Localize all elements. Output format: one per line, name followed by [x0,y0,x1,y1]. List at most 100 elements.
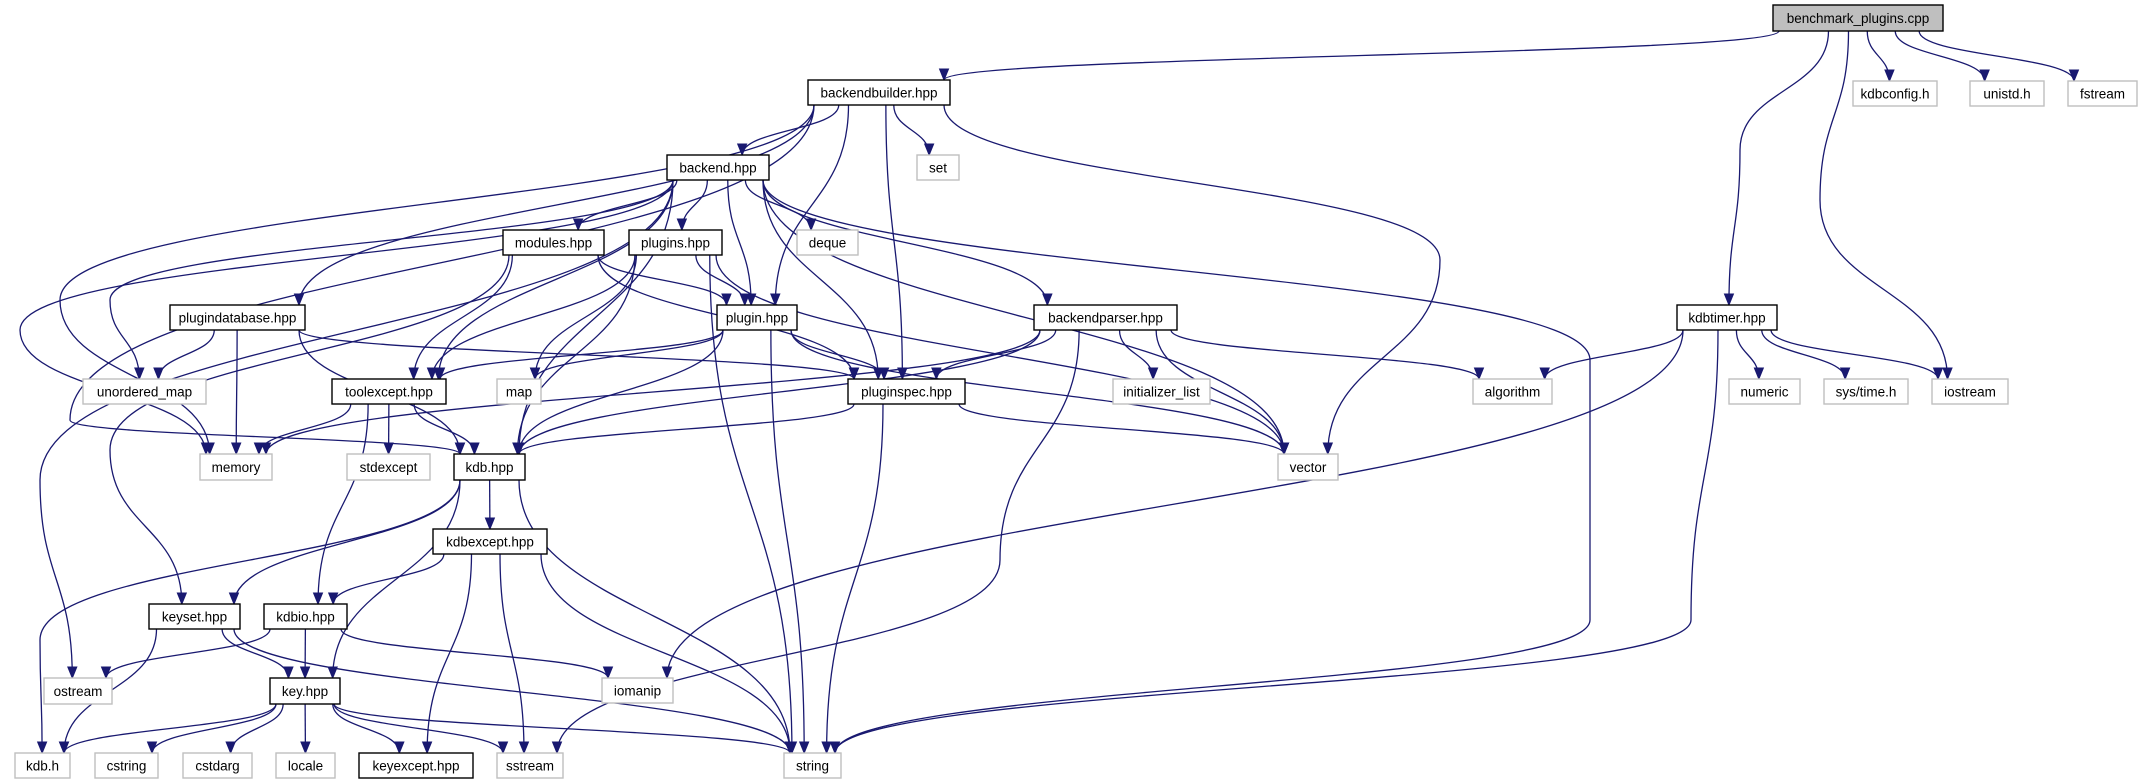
edge-line [744,179,812,231]
arrowhead-icon [327,592,339,606]
node-box [502,229,605,256]
node-sstream: sstream [496,752,564,779]
arrowhead-icon [134,367,145,381]
node-box [666,154,770,181]
node-backendparser-hpp[interactable]: backendparser.hpp [1033,304,1178,331]
edge-line [666,329,1684,679]
arrowhead-icon [312,592,324,606]
edge-key-hpp-to-kdb-h [58,703,277,755]
node-label: kdbconfig.h [1860,87,1929,102]
edge-line [1170,329,1480,380]
arrowhead-icon [829,741,841,755]
arrowhead-icon [283,666,294,680]
edge-backendbuilder-hpp-to-plugin-hpp [770,104,850,307]
node-stdexcept: stdexcept [346,453,431,481]
arrowhead-icon [821,741,832,755]
node-label: plugins.hpp [641,236,710,251]
arrowhead-icon [484,517,496,531]
edge-key-hpp-to-cstring [146,703,277,755]
node-kdb-hpp[interactable]: kdb.hpp [453,453,526,481]
arrowhead-icon [300,741,311,755]
edge-kdb-hpp-to-kdb-h [36,479,461,755]
arrowhead-icon [146,741,158,755]
edge-line [105,628,271,679]
node-box [847,378,966,405]
edge-line [39,479,461,754]
node-plugindatabase-hpp[interactable]: plugindatabase.hpp [169,304,306,331]
node-kdbexcept-hpp[interactable]: kdbexcept.hpp [432,528,548,555]
node-box [1823,378,1909,405]
arrowhead-icon [938,68,950,82]
arrowhead-icon [1723,293,1735,307]
edge-line [1770,329,1939,380]
edge-kdbtimer-hpp-to-numeric [1735,329,1765,381]
node-iomanip: iomanip [601,677,674,704]
arrowhead-icon [434,367,446,381]
node-box [199,453,273,481]
edge-backend-hpp-to-plugins-hpp [676,179,709,232]
node-memory: memory [199,453,273,481]
node-label: fstream [2080,87,2125,102]
edge-line [157,329,215,380]
node-kdbtimer-hpp[interactable]: kdbtimer.hpp [1676,304,1778,331]
node-backendbuilder-hpp[interactable]: backendbuilder.hpp [807,79,951,106]
edge-benchmark-plugins-cpp-to-iostream [1819,30,1953,381]
edge-line [229,703,284,754]
arrowhead-icon [1932,367,1944,381]
node-box [1472,378,1553,405]
edge-key-hpp-to-locale [300,703,311,755]
node-kdbio-hpp[interactable]: kdbio.hpp [263,603,348,630]
arrowhead-icon [100,666,112,680]
edge-line [1894,30,1986,82]
node-box [94,752,159,779]
edge-line [265,329,1041,455]
edge-line [340,628,609,679]
node-cstdarg: cstdarg [182,752,253,779]
node-label: initializer_list [1123,385,1200,400]
node-backend-hpp[interactable]: backend.hpp [666,154,770,181]
node-toolexcept-hpp[interactable]: toolexcept.hpp [331,378,447,405]
edge-kdbtimer-hpp-to-string [829,329,1719,755]
node-box [263,603,348,630]
node-label: keyexcept.hpp [372,759,459,774]
node-label: memory [212,460,261,475]
edge-modules-hpp-to-toolexcept-hpp [408,254,514,381]
edge-line [151,703,277,754]
node-keyset-hpp[interactable]: keyset.hpp [148,603,241,630]
node-keyexcept-hpp[interactable]: keyexcept.hpp [358,752,474,779]
node-fstream: fstream [2067,80,2138,107]
edge-line [709,254,793,754]
edge-kdbtimer-hpp-to-iomanip [661,329,1684,680]
edge-line [577,179,678,231]
edge-backend-hpp-to-backendparser-hpp [762,179,1053,307]
node-map: map [496,378,542,405]
arrowhead-icon [408,367,419,381]
nodes-layer: benchmark_plugins.cpp backendbuilder.hpp k… [14,4,2138,779]
node-box [807,79,951,106]
edge-backend-hpp-to-modules-hpp [572,179,678,232]
edge-line [534,329,724,380]
edge-line [1118,329,1154,380]
edge-line [762,179,1285,455]
node-ostream: ostream [43,677,113,705]
edge-kdbexcept-hpp-to-string [540,553,796,755]
node-pluginspec-hpp[interactable]: pluginspec.hpp [847,378,966,405]
arrowhead-icon [676,218,688,232]
node-plugins-hpp[interactable]: plugins.hpp [628,229,723,256]
node-benchmark-plugins-cpp[interactable]: benchmark_plugins.cpp [1772,4,1944,32]
edges-layer [19,30,2080,755]
node-plugin-hpp[interactable]: plugin.hpp [716,304,798,331]
node-key-hpp[interactable]: key.hpp [269,677,341,705]
node-modules-hpp[interactable]: modules.hpp [502,229,605,256]
edge-line [834,329,1719,754]
edge-backend-hpp-to-string [762,179,1591,755]
arrowhead-icon [602,666,614,680]
node-sys-time-h: sys/time.h [1823,378,1909,405]
node-box [275,752,336,779]
node-box [358,752,474,779]
edge-line [413,254,514,380]
arrowhead-icon [1278,442,1290,456]
node-label: sstream [506,759,554,774]
node-box [346,453,431,481]
node-box [496,378,542,405]
